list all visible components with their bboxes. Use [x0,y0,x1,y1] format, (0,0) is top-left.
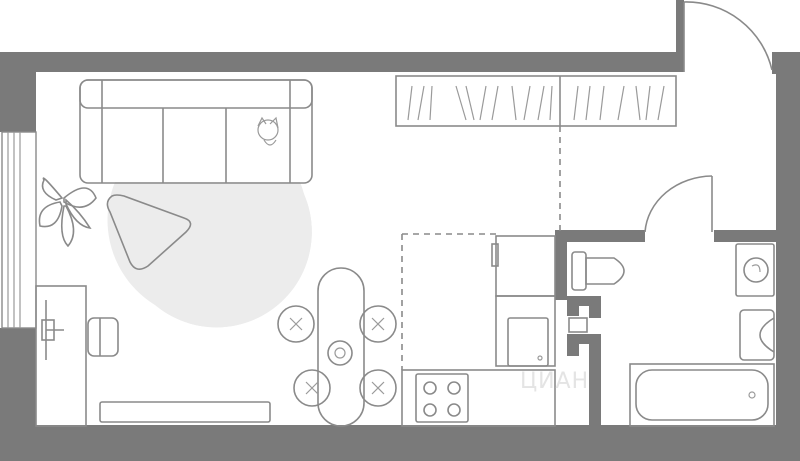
dining-chair-icon [293,369,331,407]
coffee-table-icon [106,194,192,270]
plant-icon [38,177,97,248]
bathroom-sink-icon [739,309,775,361]
washing-machine-icon [735,243,775,297]
toilet-icon [571,251,625,291]
cat-icon [257,116,279,146]
sofa-icon [79,79,313,184]
rug-area [133,186,312,328]
kitchen-zone-outline [401,126,561,370]
bathtub-icon [629,363,775,427]
watermark: ЦИАН [520,369,589,394]
dining-chair-icon [359,369,397,407]
wardrobe-icon [395,75,677,127]
kitchen-sink-icon [507,317,549,367]
window-icon [1,131,37,329]
desk-chair-icon [87,317,119,357]
desk-icon [35,285,87,427]
entrance-door-icon [683,1,773,72]
kitchen-counter-icon [401,235,556,427]
tv-stand-icon [99,401,271,423]
interior-walls [555,230,776,425]
dining-table-icon [317,267,365,427]
bathroom-door-icon [644,175,713,233]
stove-icon [415,373,469,423]
dining-chair-icon [277,305,315,343]
dining-chair-icon [359,305,397,343]
